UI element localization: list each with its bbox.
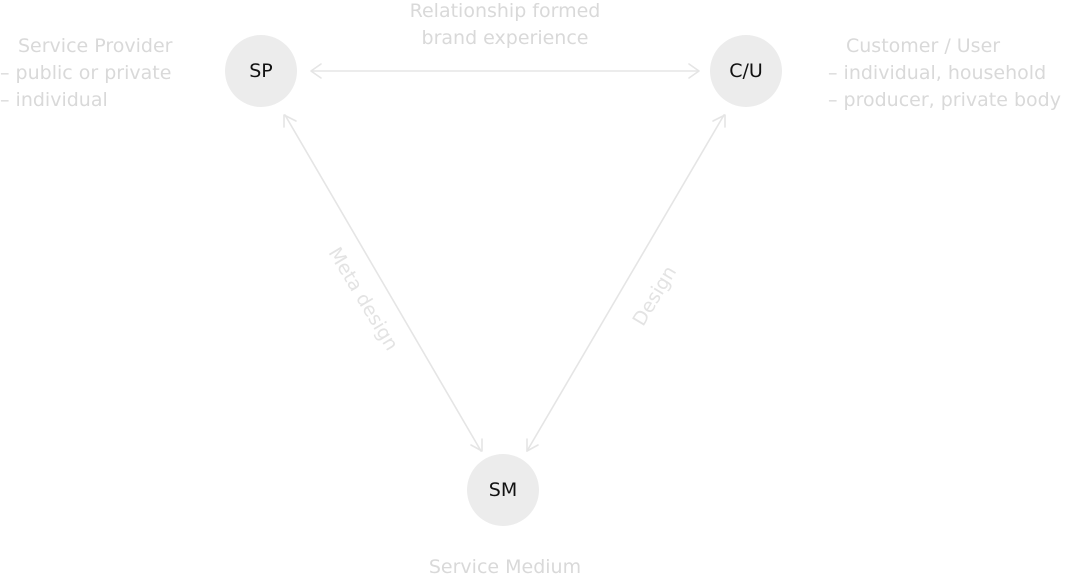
arrowhead-sm-right [526, 438, 539, 452]
arrowhead-sp-top [283, 114, 297, 128]
arrowhead-sm-left [470, 438, 483, 452]
arrowhead-cu-end [688, 63, 700, 79]
service-medium-label: Service Medium [428, 556, 582, 578]
service-provider-node-label: SP [249, 60, 273, 82]
arrow-sp-sm [284, 114, 482, 452]
service-provider-title: Service Provider [18, 35, 173, 57]
customer-user-description: Customer / User – individual, household … [828, 33, 1061, 114]
service-medium-node-label: SM [488, 479, 518, 501]
customer-user-scope: – producer, private body [828, 89, 1061, 111]
customer-user-title: Customer / User [846, 35, 1001, 57]
relationship-label: Relationship formed brand experience [340, 0, 670, 52]
service-provider-description: Service Provider – public or private – i… [0, 33, 173, 114]
service-medium-node: SM [467, 454, 539, 526]
relationship-label-line-2: brand experience [421, 27, 589, 49]
relationship-label-line-1: Relationship formed [409, 0, 601, 22]
customer-user-node-label: C/U [729, 60, 763, 82]
arrow-cu-sm [526, 114, 725, 452]
arrowhead-cu-top [712, 114, 726, 128]
arrowhead-sp-end [310, 63, 322, 79]
service-provider-scope: – individual [0, 89, 108, 111]
service-provider-node: SP [225, 35, 297, 107]
service-provider-type: – public or private [0, 62, 172, 84]
customer-user-node: C/U [710, 35, 782, 107]
customer-user-type: – individual, household [828, 62, 1047, 84]
